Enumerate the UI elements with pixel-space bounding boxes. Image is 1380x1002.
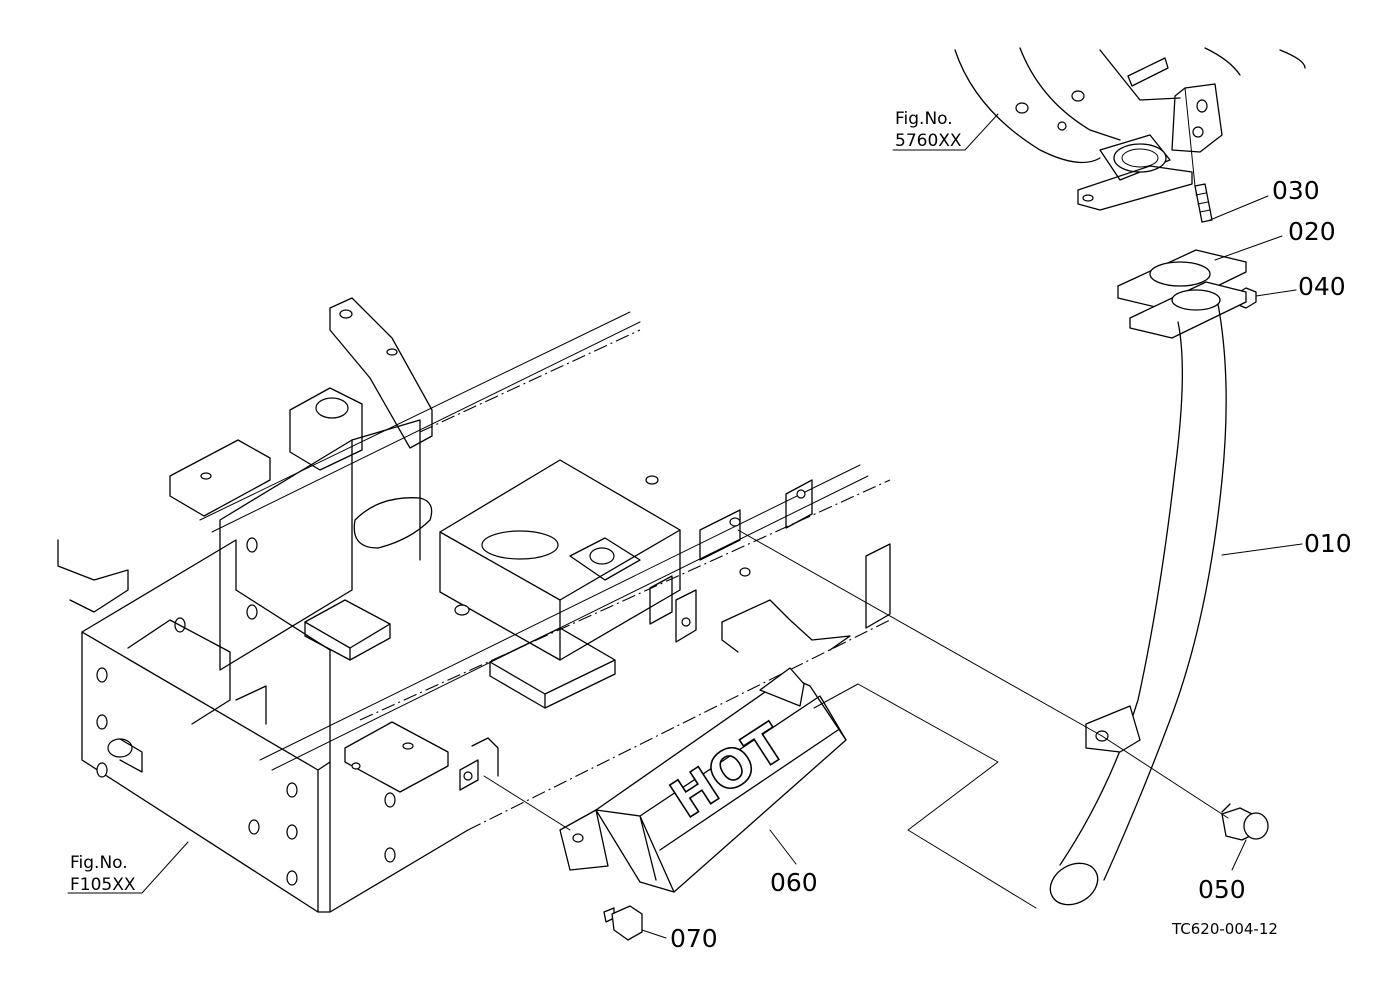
heat-shield-060: HOT [559,667,847,893]
fig-ref-5760-line2: 5760XX [895,131,962,151]
leader-lines [67,113,1303,939]
part-label-040: 040 [1298,272,1346,301]
fig-ref-f105-line1: Fig.No. [70,853,128,873]
part-labels: 030 020 040 010 050 060 070 [670,176,1352,953]
assembly-lines [483,87,1229,909]
part-label-060: 060 [770,868,818,897]
part-label-020: 020 [1288,217,1336,246]
fig-ref-f105-line2: F105XX [70,875,136,895]
part-label-010: 010 [1304,529,1352,558]
part-label-030: 030 [1272,176,1320,205]
fig-ref-5760-line1: Fig.No. [895,109,953,129]
exhaust-pipe-010 [1049,281,1247,906]
part-label-070: 070 [670,924,718,953]
part-label-050: 050 [1198,875,1246,904]
drawing-code: TC620-004-12 [1171,920,1278,938]
figure-references: Fig.No. 5760XX Fig.No. F105XX [70,109,962,895]
bolt-070 [603,905,643,941]
bolt-050 [1221,803,1269,841]
muffler-assembly [954,47,1306,211]
gasket-020 [1117,249,1247,311]
stud-030 [1194,183,1213,223]
frame-assembly [57,297,891,913]
